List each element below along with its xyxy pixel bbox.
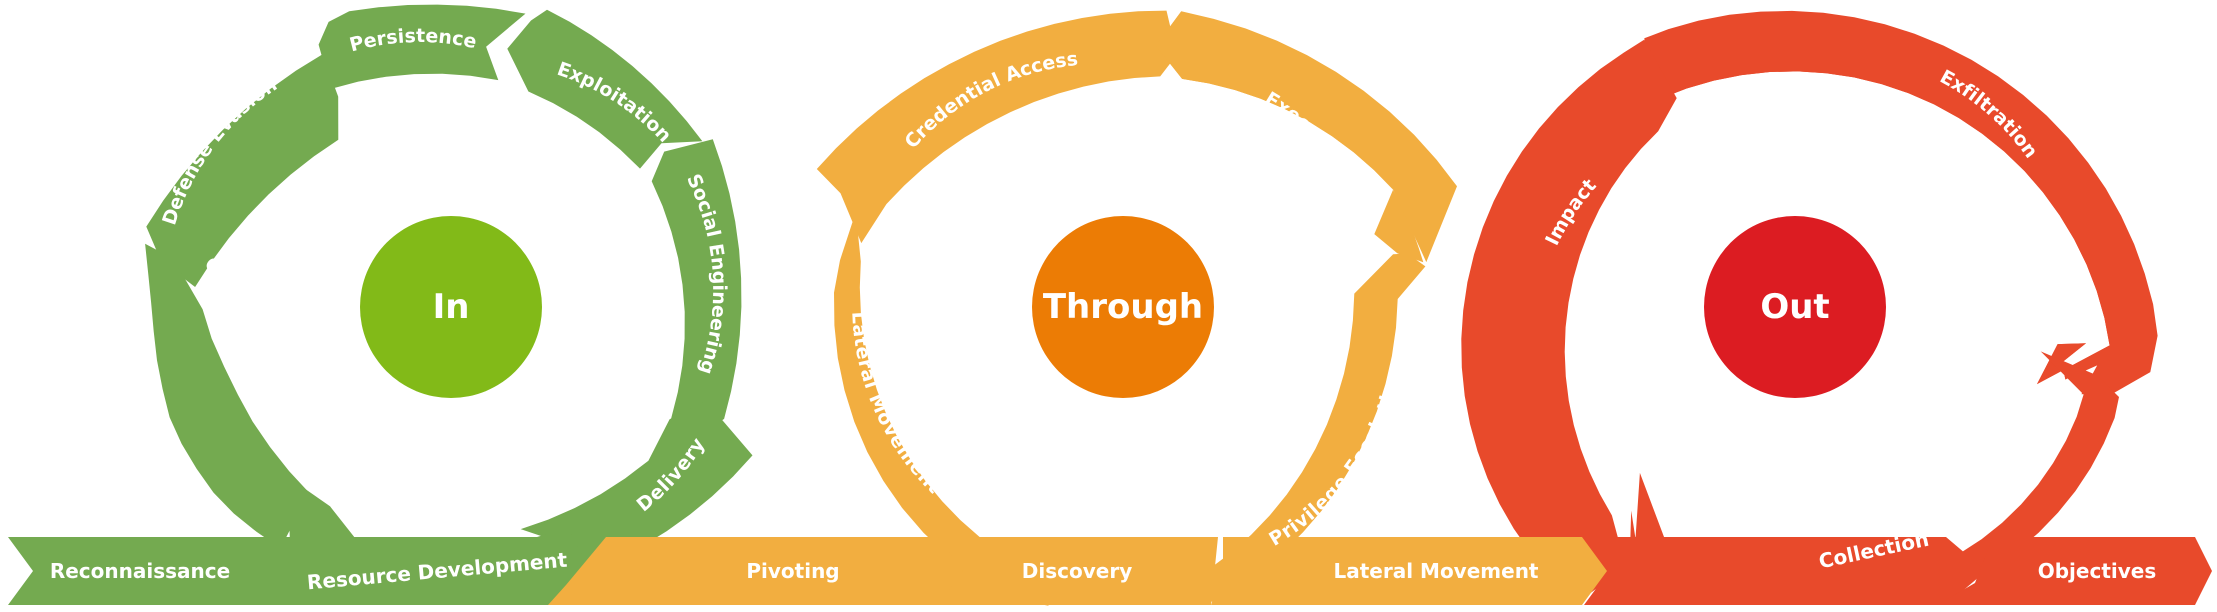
band-collection[interactable] xyxy=(1584,537,1986,605)
segment-exfiltration-outer xyxy=(1644,10,2158,395)
in-hub-label: In xyxy=(433,287,470,327)
band-label-pivoting: Pivoting xyxy=(746,559,839,583)
band-label-objectives: Objectives xyxy=(2038,559,2157,583)
in-ring: In xyxy=(145,4,753,581)
out-hub-label: Out xyxy=(1760,287,1829,327)
segment-privilege-escalation[interactable] xyxy=(1154,253,1426,603)
segment-impact[interactable] xyxy=(1461,39,1677,600)
band-discovery[interactable] xyxy=(938,537,1218,605)
band-reconnaissance[interactable] xyxy=(8,537,303,605)
segment-exploitation[interactable] xyxy=(507,9,703,169)
bottom-band: Reconnaissance Resource Development Pivo… xyxy=(8,527,2212,605)
through-ring: Through xyxy=(816,10,1457,606)
segment-execution-fill xyxy=(1155,11,1457,263)
out-hub xyxy=(1704,216,1886,398)
band-label-lateral-movement: Lateral Movement xyxy=(1334,559,1539,583)
band-label-discovery: Discovery xyxy=(1022,559,1132,583)
out-ring: Out xyxy=(1461,10,2158,603)
band-pivoting[interactable] xyxy=(548,537,967,605)
in-hub xyxy=(360,216,542,398)
segment-collection-arc[interactable] xyxy=(1838,351,2119,603)
segment-impact-pointer xyxy=(1634,472,1720,558)
segment-defense-evasion[interactable] xyxy=(146,54,339,288)
band-objectives[interactable] xyxy=(1937,537,2212,605)
segment-delivery[interactable] xyxy=(520,400,753,581)
segment-command-control-pointer xyxy=(287,476,357,547)
segment-lateral-movement-ring[interactable] xyxy=(834,212,1049,606)
segment-social-engineering[interactable] xyxy=(651,139,742,442)
segment-credential-access[interactable] xyxy=(816,10,1177,244)
band-label-reconnaissance: Reconnaissance xyxy=(50,559,230,583)
through-hub xyxy=(1032,216,1214,398)
band-lateral-movement[interactable] xyxy=(1211,537,1607,605)
segment-persistence[interactable] xyxy=(318,4,526,89)
segment-command-control[interactable] xyxy=(145,243,311,549)
band-resource-development[interactable] xyxy=(270,528,591,605)
through-hub-label: Through xyxy=(1043,287,1203,327)
